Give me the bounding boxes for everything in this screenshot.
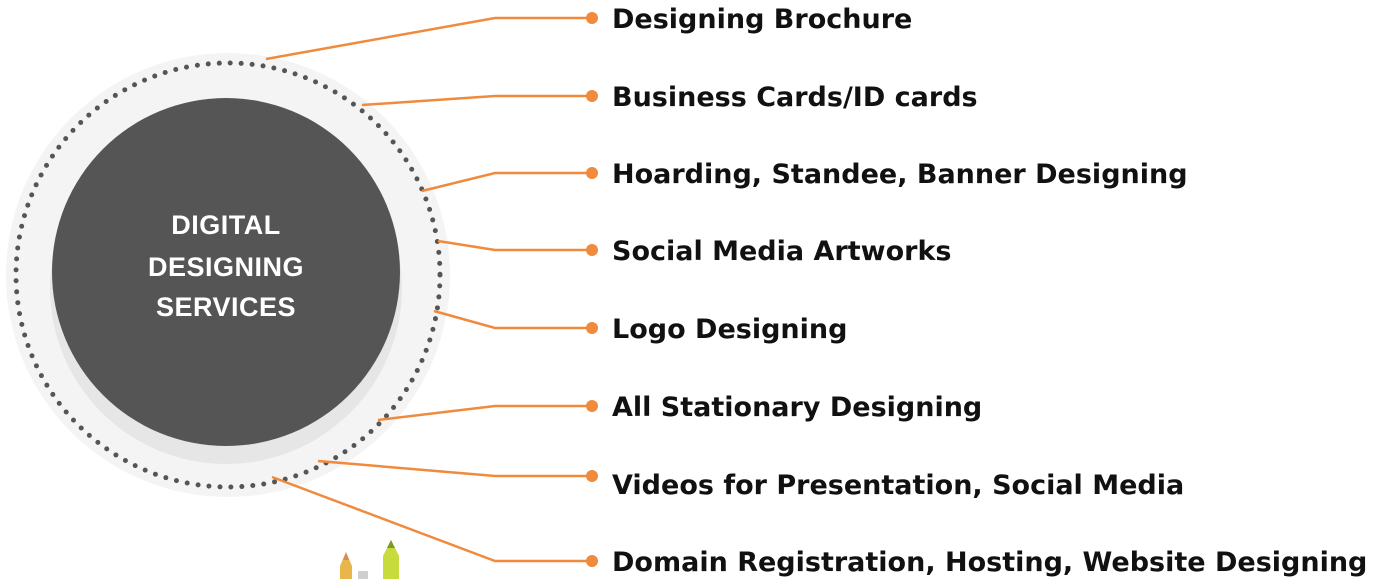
hub-title-line-1: DIGITAL — [171, 210, 280, 240]
connector-dot — [586, 470, 598, 482]
connector-dot — [586, 400, 598, 412]
connector-line — [433, 309, 592, 330]
pencils-icon — [340, 540, 399, 579]
hub-disc — [52, 98, 400, 446]
connector-dot — [586, 90, 598, 102]
service-items: Designing Brochure Business Cards/ID car… — [265, 4, 1367, 578]
connector-line — [421, 171, 592, 193]
service-item: Videos for Presentation, Social Media — [317, 459, 1184, 501]
connector-dot — [586, 12, 598, 24]
connector-line — [317, 459, 592, 478]
hub-title-line-3: SERVICES — [156, 292, 296, 322]
connector-line — [271, 475, 592, 563]
connector-dot — [586, 555, 598, 567]
service-item: Social Media Artworks — [437, 236, 951, 267]
service-label: All Stationary Designing — [612, 392, 982, 423]
service-label: Domain Registration, Hosting, Website De… — [612, 547, 1367, 578]
service-item: Domain Registration, Hosting, Website De… — [271, 475, 1367, 578]
connector-line — [361, 94, 592, 107]
hub: DIGITAL DESIGNING SERVICES — [6, 53, 450, 497]
connector-line — [377, 404, 592, 422]
service-item: Hoarding, Standee, Banner Designing — [421, 159, 1188, 193]
service-label: Logo Designing — [612, 314, 847, 345]
connector-dot — [586, 322, 598, 334]
service-item: All Stationary Designing — [377, 392, 982, 423]
connector-line — [437, 239, 592, 252]
service-label: Designing Brochure — [612, 4, 912, 35]
service-label: Hoarding, Standee, Banner Designing — [612, 159, 1188, 190]
hub-title-line-2: DESIGNING — [148, 252, 304, 282]
connector-line — [265, 16, 592, 61]
service-label: Videos for Presentation, Social Media — [612, 470, 1184, 501]
service-item: Designing Brochure — [265, 4, 912, 61]
connector-dot — [586, 244, 598, 256]
service-item: Business Cards/ID cards — [361, 82, 978, 113]
service-item: Logo Designing — [433, 309, 847, 345]
connector-dot — [586, 167, 598, 179]
dotted-ring — [13, 60, 443, 490]
service-label: Social Media Artworks — [612, 236, 951, 267]
service-label: Business Cards/ID cards — [612, 82, 978, 113]
